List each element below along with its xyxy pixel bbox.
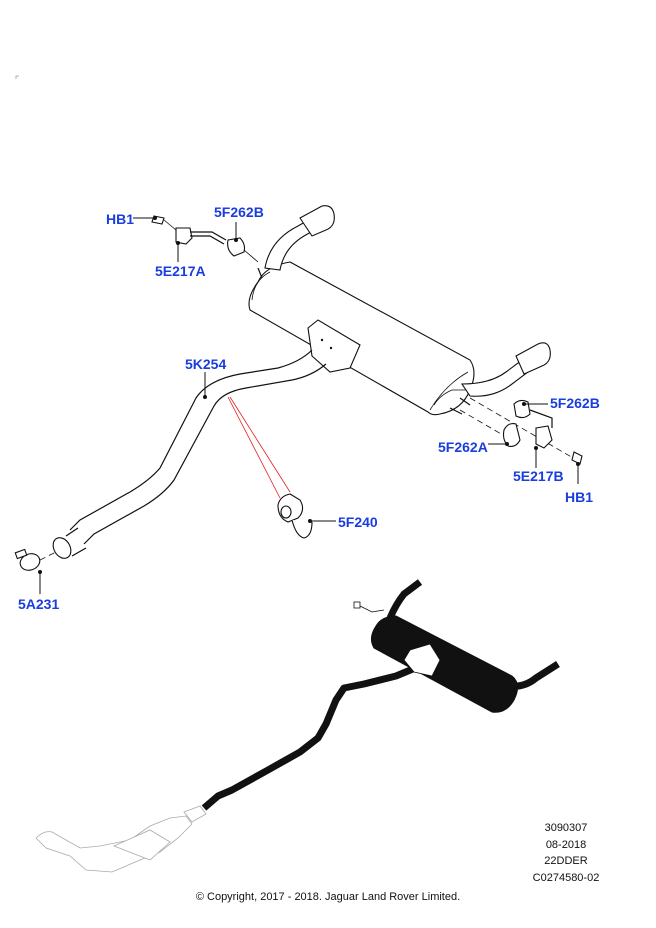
callout-5f262b-right[interactable]: 5F262B [550,395,600,411]
callout-5a231[interactable]: 5A231 [18,596,60,612]
drawing-date: 08-2018 [545,839,587,851]
rear-silencer [248,205,551,416]
leader-lines [38,216,580,594]
corner-mark [15,75,19,79]
ref-number: 3090307 [544,822,588,834]
right-bracket-set [459,397,583,465]
callout-hb1-right[interactable]: HB1 [565,489,594,505]
copyright-notice: © Copyright, 2017 - 2018. Jaguar Land Ro… [195,891,461,903]
callout-5e217b[interactable]: 5E217B [513,468,564,484]
locator-view [35,579,560,873]
callout-5k254[interactable]: 5K254 [185,356,227,372]
illustration-id: C0274580-02 [532,872,600,884]
callout-5f262b-upper[interactable]: 5F262B [214,204,264,220]
callout-hb1-upper[interactable]: HB1 [106,211,135,227]
intermediate-pipe [39,349,327,561]
clamp-5a231 [14,548,41,571]
model-code: 22DDER [544,855,588,867]
hanger-5f240 [227,396,313,539]
callout-5f262a[interactable]: 5F262A [438,439,488,455]
callout-5f240[interactable]: 5F240 [338,514,378,530]
upper-left-bracket-set [151,215,259,263]
callout-5e217a[interactable]: 5E217A [155,263,206,279]
